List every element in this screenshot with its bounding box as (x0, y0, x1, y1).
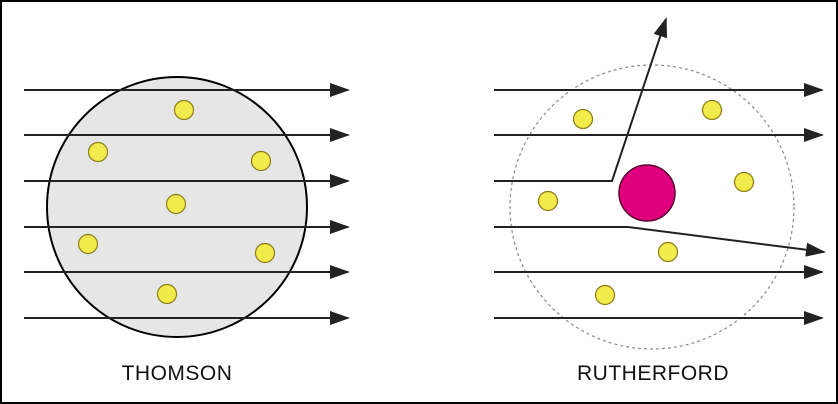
rutherford-alpha-paths (494, 17, 826, 325)
rutherford-electron (537, 190, 559, 212)
thomson-electron (173, 99, 195, 121)
rutherford-scattered-path-arrow (494, 226, 826, 257)
rutherford-electron (594, 284, 616, 306)
thomson-electron (254, 242, 276, 264)
thomson-electron (156, 283, 178, 305)
rutherford-deflected-path-arrow (494, 17, 667, 182)
rutherford-electrons (537, 99, 755, 306)
thomson-model (24, 76, 350, 338)
thomson-electron (77, 233, 99, 255)
rutherford-atom-boundary (509, 64, 795, 350)
thomson-alpha-paths (24, 83, 350, 325)
thomson-electron (87, 141, 109, 163)
rutherford-model (494, 17, 826, 350)
rutherford-electron (733, 171, 755, 193)
rutherford-electron (657, 241, 679, 263)
thomson-electron (250, 150, 272, 172)
thomson-electrons (77, 99, 276, 305)
rutherford-electron (572, 108, 594, 130)
rutherford-label: RUTHERFORD (577, 362, 729, 385)
thomson-electron (165, 193, 187, 215)
rutherford-nucleus (618, 164, 676, 222)
thomson-label: THOMSON (121, 362, 233, 385)
rutherford-electron (701, 99, 723, 121)
